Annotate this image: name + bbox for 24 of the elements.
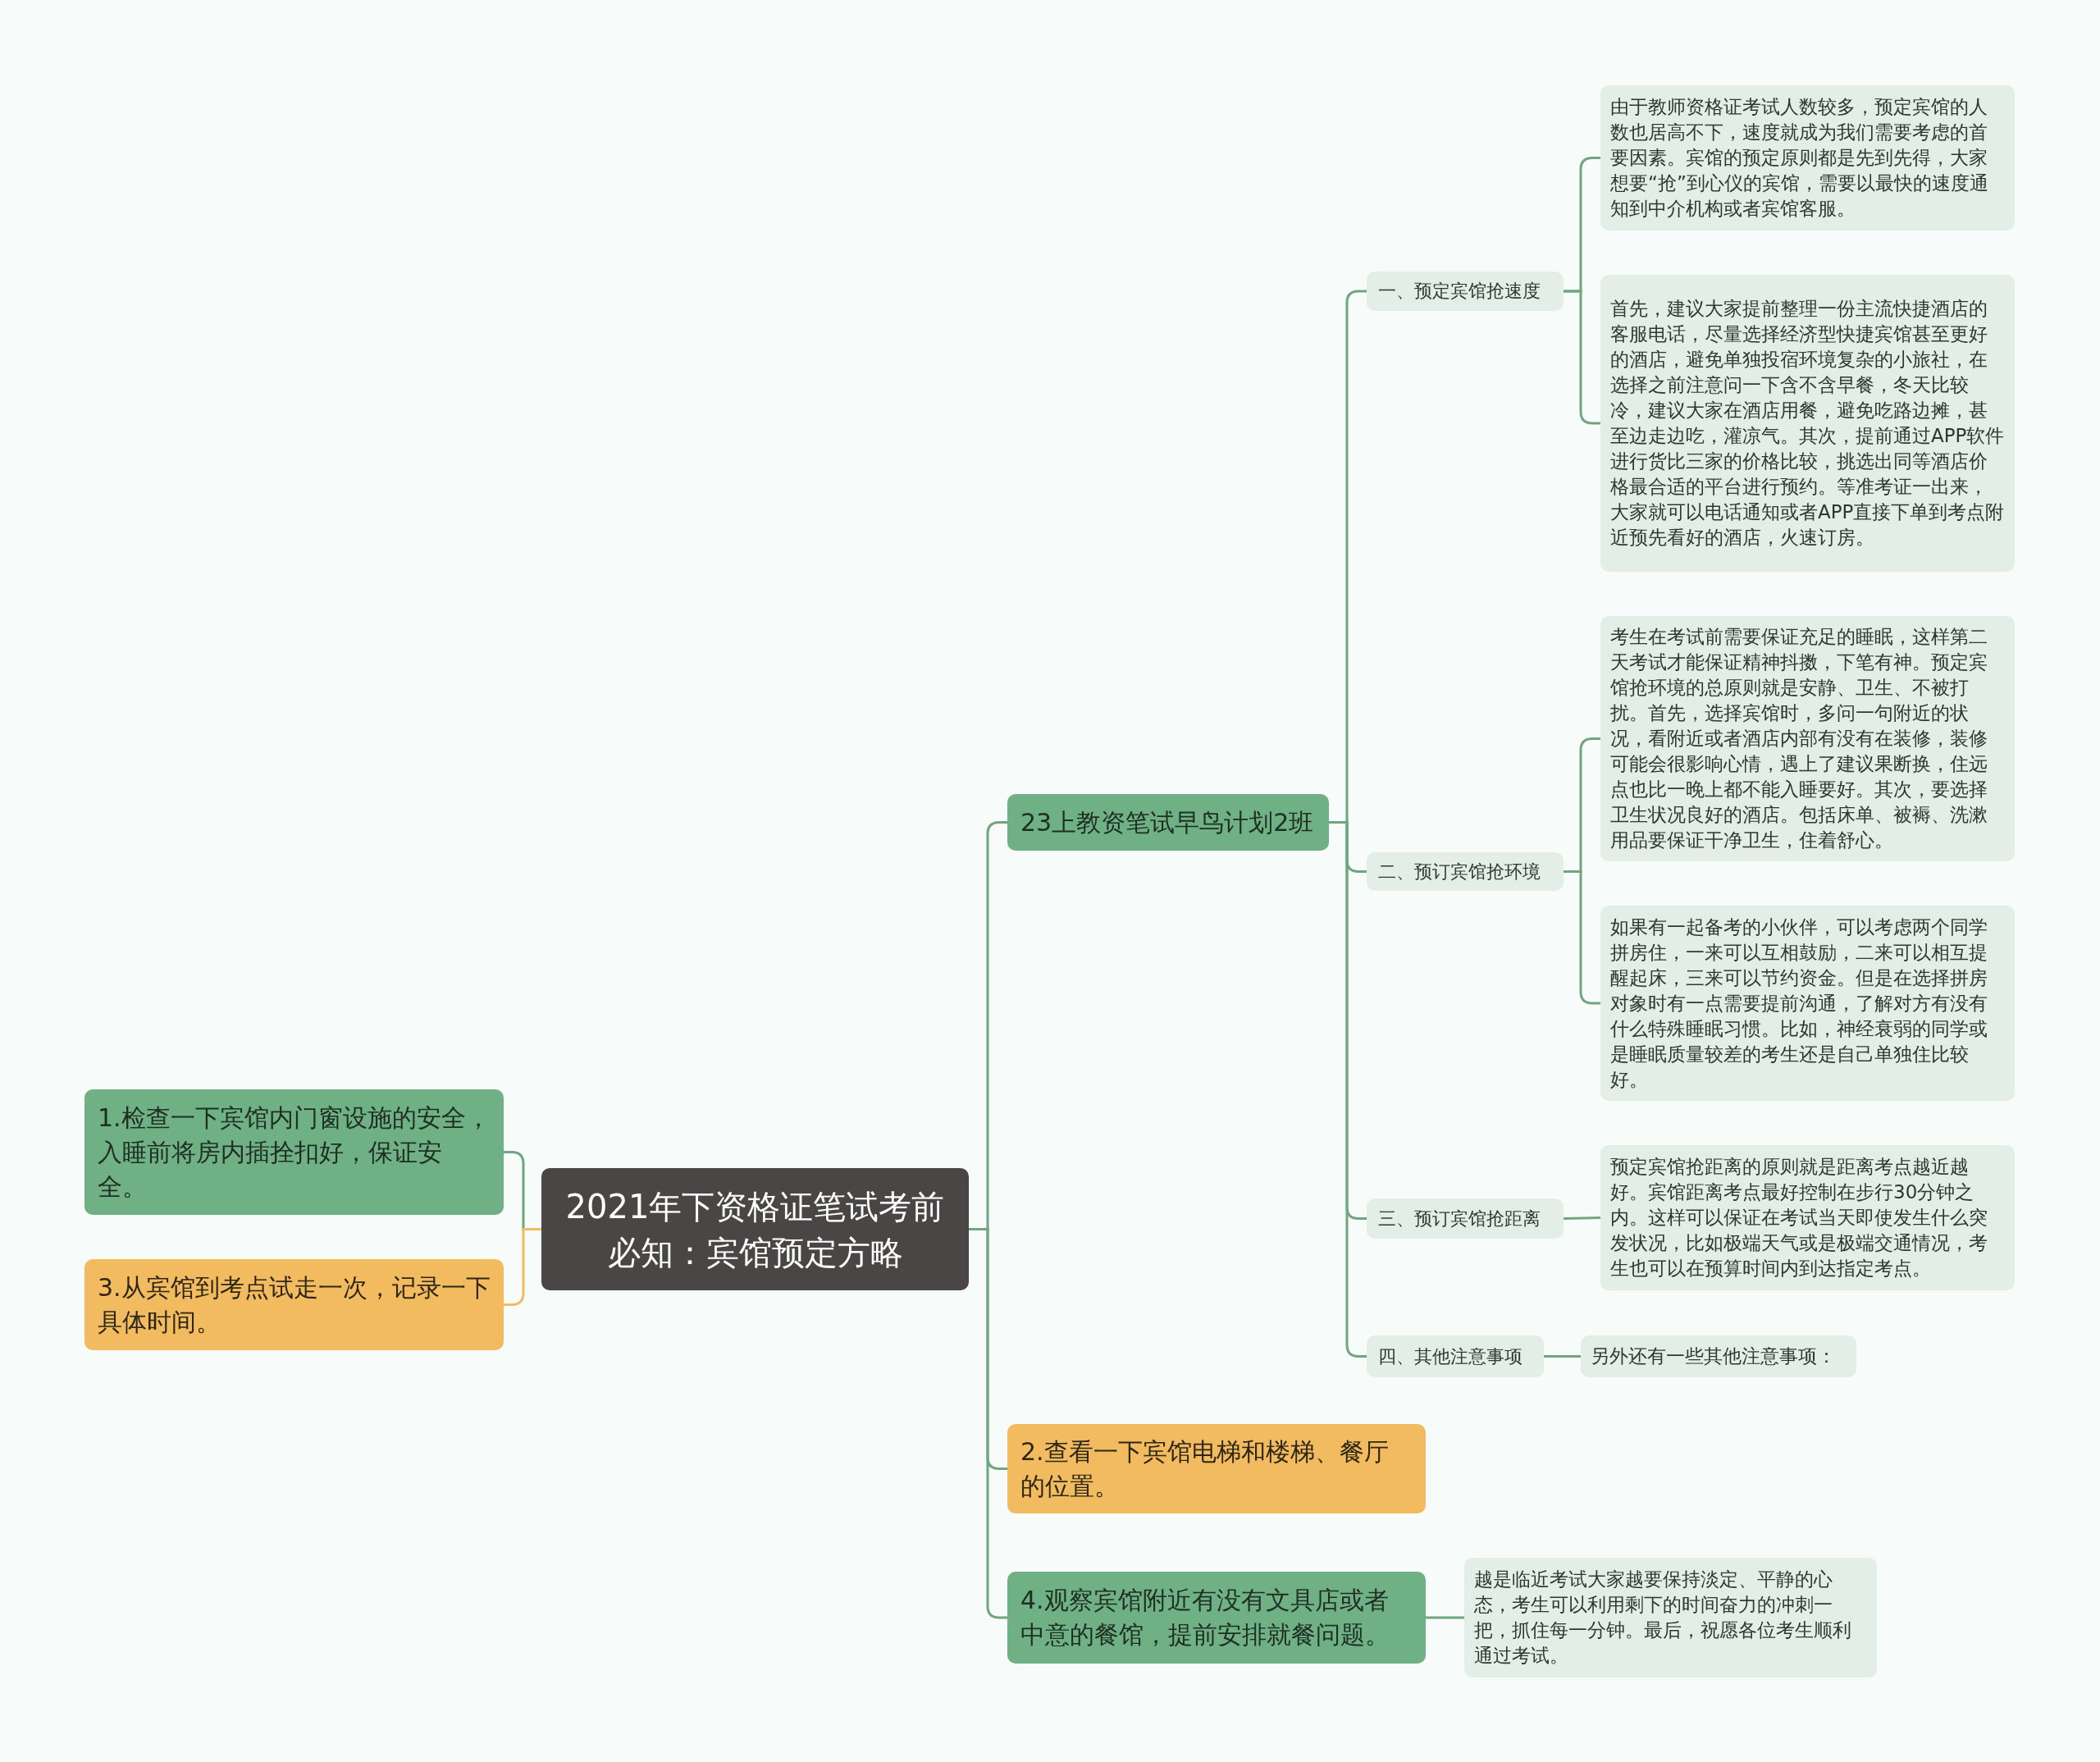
central-topic-box: 2021年下资格证笔试考前必知：宾馆预定方略: [541, 1168, 969, 1290]
note-box: 越是临近考试大家越要保持淡定、平静的心态，考生可以利用剩下的时间奋力的冲刺一把，抓住每一分钟。最后，祝愿各位考生顺利通过考试。: [1464, 1558, 1877, 1678]
topic-box: 1.检查一下宾馆内门窗设施的安全，入睡前将房内插拴扣好，保证安全。: [84, 1089, 504, 1215]
subtopic-box: 二、预订宾馆抢环境: [1367, 852, 1564, 891]
topic-box: 4.观察宾馆附近有没有文具店或者中意的餐馆，提前安排就餐问题。: [1007, 1572, 1426, 1664]
note-box: 首先，建议大家提前整理一份主流快捷酒店的客服电话，尽量选择经济型快捷宾馆甚至更好的酒店，避免单独投宿环境复杂的小旅社，在选择之前注意问一下含不含早餐，冬天比较冷，建议大家在酒店用餐，避免吃路边摊，甚至边走边吃，灌凉气。其次，提前通过APP软件进行货比三家的价格比较，挑选出同等酒店价格最合适的平台进行预约。等准考证一出来，大家就可以电话通知或者APP直接下单到考点附近预先看好的酒店，火速订房。: [1600, 275, 2015, 572]
note-box: 另外还有一些其他注意事项：: [1581, 1335, 1856, 1377]
note-box: 由于教师资格证考试人数较多，预定宾馆的人数也居高不下，速度就成为我们需要考虑的首要因素。宾馆的预定原则都是先到先得，大家想要“抢”到心仪的宾馆，需要以最快的速度通知到中介机构或者宾馆客服。: [1600, 85, 2015, 231]
connector-line: [1564, 290, 1600, 425]
note-box: 考生在考试前需要保证充足的睡眠，这样第二天考试才能保证精神抖擞，下笔有神。预定宾馆抢环境的总原则就是安静、卫生、不被打扰。首先，选择宾馆时，多问一句附近的状况，看附近或者酒店内部有没有在装修，装修可能会很影响心情，遇上了建议果断换，住远点也比一晚上都不能入睡要好。其次，要选择卫生状况良好的酒店。包括床单、被褥、洗漱用品要保证干净卫生，住着舒心。: [1600, 616, 2015, 861]
subtopic-box: 三、预订宾馆抢距离: [1367, 1198, 1564, 1239]
note-box: 如果有一起备考的小伙伴，可以考虑两个同学拼房住，一来可以互相鼓励，二来可以相互提醒起床，三来可以节约资金。但是在选择拼房对象时有一点需要提前沟通，了解对方有没有什么特殊睡眠习惯。比如，神经衰弱的同学或是睡眠质量较差的考生还是自己单独住比较好。: [1600, 906, 2015, 1101]
subtopic-box: 一、预定宾馆抢速度: [1367, 272, 1564, 311]
connector-line: [1544, 1355, 1581, 1358]
topic-box: 2.查看一下宾馆电梯和楼梯、餐厅的位置。: [1007, 1424, 1426, 1513]
connector-line: [504, 1228, 541, 1306]
connector-line: [969, 1228, 1007, 1619]
connector-line: [1563, 1217, 1601, 1220]
connector-line: [1426, 1616, 1464, 1619]
topic-box: 3.从宾馆到考点试走一次，记录一下具体时间。: [84, 1259, 504, 1350]
note-box: 预定宾馆抢距离的原则就是距离考点越近越好。宾馆距离考点最好控制在步行30分钟之内。这样可以保证在考试当天即使发生什么突发状况，比如极端天气或是极端交通情况，考生也可以在预算时间内到达指定考点。: [1600, 1145, 2015, 1290]
topic-box: 23上教资笔试早鸟计划2班: [1007, 794, 1329, 851]
connector-line: [1564, 870, 1600, 1005]
subtopic-box: 四、其他注意事项: [1367, 1335, 1544, 1377]
